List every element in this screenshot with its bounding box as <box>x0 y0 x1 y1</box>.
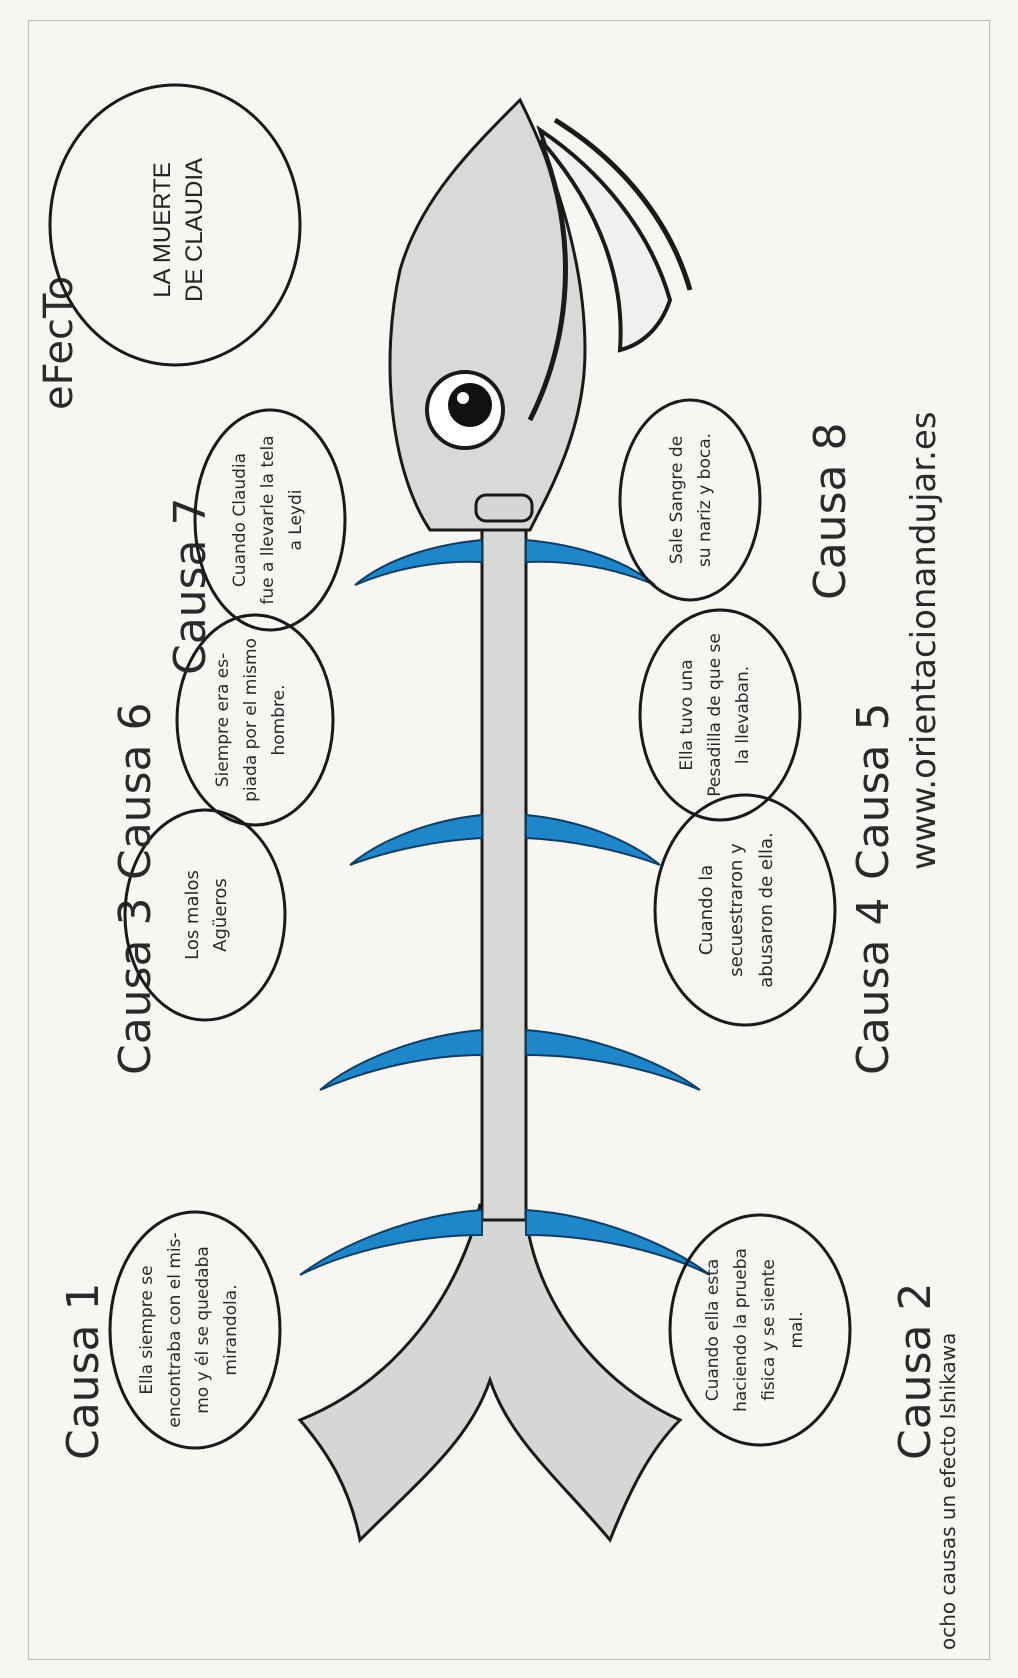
cause-line-2: secuestraron y <box>726 843 747 977</box>
cause-label: Causa 4 <box>848 898 899 1075</box>
cause-label: Causa 5 <box>848 703 899 880</box>
cause-line-1: Siempre era es- <box>213 653 233 788</box>
footer-caption: ocho causas un efecto Ishikawa <box>936 1333 960 1650</box>
cause-4: Causa 4 Cuando la secuestraron y abusaro… <box>653 793 899 1075</box>
cause-label: Causa 8 <box>805 423 856 600</box>
cause-7: Causa 7 Cuando Claudia fue a llevarle la… <box>165 408 347 675</box>
cause-line-2: haciendo la prueba <box>731 1248 751 1412</box>
cause-bubble <box>175 613 335 827</box>
cause-line-4: mirandola. <box>221 1284 241 1375</box>
cause-5: Causa 5 Ella tuvo una Pesadilla de que s… <box>638 608 899 880</box>
fish-tail <box>297 1203 683 1544</box>
effect-line-1: LA MUERTE <box>149 162 176 298</box>
effect-line-2: DE CLAUDIA <box>181 158 208 302</box>
cause-bubble <box>123 808 287 1022</box>
cause-line-1: Sale Sangre de <box>667 436 687 564</box>
fish-spine <box>480 498 528 1222</box>
effect-section: eFecTo LA MUERTE DE CLAUDIA <box>36 83 302 410</box>
cause-label: Causa 2 <box>890 1283 941 1460</box>
rib-right-1 <box>525 1208 711 1276</box>
page-border <box>28 20 990 1660</box>
cause-line-2: piada por el mismo <box>241 638 261 802</box>
effect-circle <box>48 83 302 367</box>
rib-left-1 <box>299 1208 483 1276</box>
cause-line-3: mo y él se quedaba <box>193 1246 213 1414</box>
cause-line-2: Pesadilla de que se <box>705 633 725 797</box>
cause-line-3: la llevaban. <box>733 666 753 764</box>
cause-line-2: fue a llevarle la tela <box>258 435 278 604</box>
rib-right-3 <box>525 813 661 866</box>
cause-line-3: hombre. <box>269 684 289 755</box>
cause-line-1: Cuando Claudia <box>230 453 250 587</box>
cause-6: Causa 6 Siempre era es- piada por el mis… <box>110 613 335 880</box>
cause-1: Causa 1 Ella siempre se encontraba con e… <box>58 1210 282 1460</box>
footer-url: www.orientacionandujar.es <box>904 411 944 870</box>
cause-label: Causa 3 <box>110 898 161 1075</box>
cause-label: Causa 1 <box>58 1283 109 1460</box>
rib-left-4 <box>354 538 483 586</box>
cause-label: Causa 7 <box>165 498 216 675</box>
cause-2: Causa 2 Cuando ella esta haciendo la pru… <box>668 1213 941 1460</box>
fish-neck <box>474 493 534 523</box>
cause-line-2: su nariz y boca. <box>695 433 715 567</box>
rib-left-2 <box>319 1028 483 1091</box>
cause-label: Causa 6 <box>110 703 161 880</box>
cause-bubble <box>653 793 837 1027</box>
cause-line-1: Los malos <box>182 870 203 960</box>
cause-line-3: a Leydi <box>286 489 306 550</box>
cause-line-1: Cuando la <box>696 865 717 956</box>
cause-bubble <box>638 608 802 822</box>
fish-head <box>388 97 587 532</box>
cause-3: Causa 3 Los malos Agüeros <box>110 808 287 1075</box>
fish-jaw-outline <box>553 117 693 291</box>
cause-bubble <box>618 398 762 602</box>
effect-heading: eFecTo <box>36 276 82 410</box>
cause-line-3: abusaron de ella. <box>756 832 777 987</box>
fish-eye-icon <box>425 370 505 450</box>
cause-8: Causa 8 Sale Sangre de su nariz y boca. <box>618 398 856 602</box>
fish-jaw <box>536 125 673 353</box>
cause-line-1: Ella tuvo una <box>677 659 697 770</box>
cause-bubble <box>108 1210 282 1450</box>
cause-bubble <box>193 408 347 632</box>
rib-left-3 <box>349 813 483 866</box>
cause-line-2: encontraba con el mis- <box>165 1232 185 1427</box>
rib-right-2 <box>525 1028 701 1091</box>
ribs <box>299 538 711 1276</box>
cause-line-1: Cuando ella esta <box>703 1259 723 1402</box>
cause-line-1: Ella siempre se <box>137 1265 157 1394</box>
cause-line-3: fisica y se siente <box>759 1259 779 1401</box>
cause-line-4: mal. <box>787 1311 807 1348</box>
cause-line-2: Agüeros <box>210 878 231 952</box>
fish-gill-line <box>527 139 568 422</box>
cause-bubble <box>668 1213 852 1447</box>
fish-skeleton <box>297 97 693 1544</box>
